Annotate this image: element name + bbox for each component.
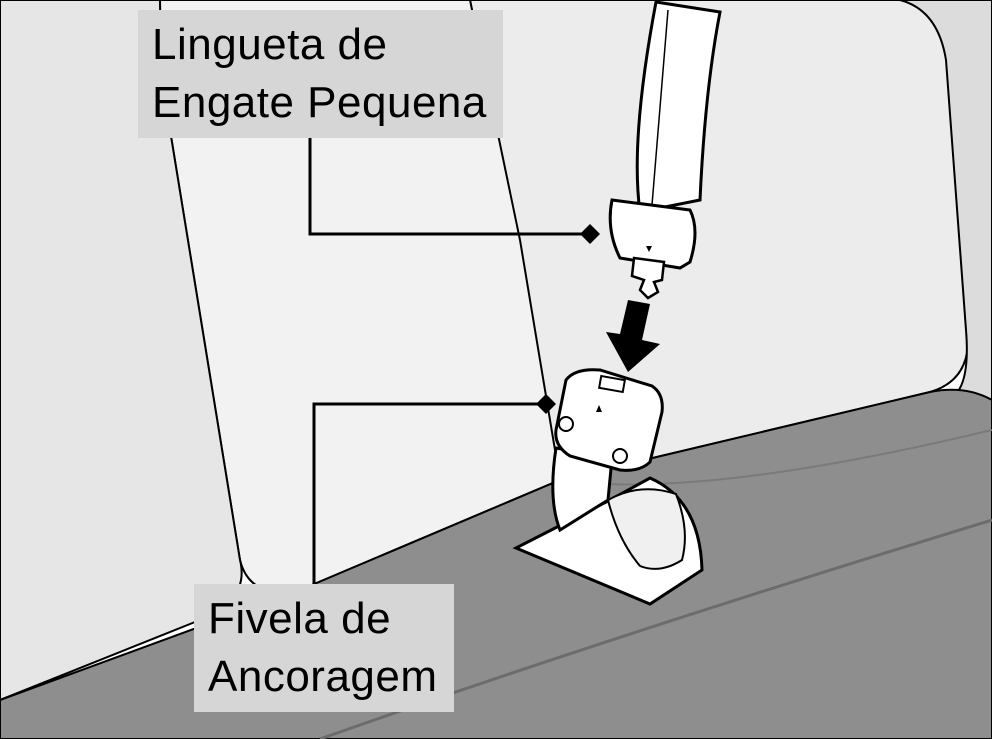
tongue-plate [630,256,666,300]
buckle-release-right [612,448,628,464]
tongue-housing [608,198,697,270]
buckle-release-left [558,416,574,432]
insert-arrow-icon [606,300,660,372]
buckle-label-line2: Ancoragem [208,652,438,701]
tongue-triangle-icon [646,246,652,252]
buckle-label-line1: Fivela de [208,594,392,643]
buckle-leader-marker [536,394,556,414]
buckle-base-recess [606,488,686,570]
buckle-leader-line [312,402,544,590]
tongue-label-line1: Lingueta de [152,20,388,69]
tongue-leader-line [308,130,588,236]
tongue-leader-marker [580,224,600,244]
buckle-triangle-icon [596,405,602,412]
webbing-edge [651,9,669,206]
buckle-stalk [551,446,614,533]
buckle-head [554,368,664,472]
tongue-label: Lingueta de Engate Pequena [138,10,503,138]
buckle-slot [597,374,627,394]
tongue-label-line2: Engate Pequena [152,78,487,127]
buckle-label: Fivela de Ancoragem [194,584,454,712]
